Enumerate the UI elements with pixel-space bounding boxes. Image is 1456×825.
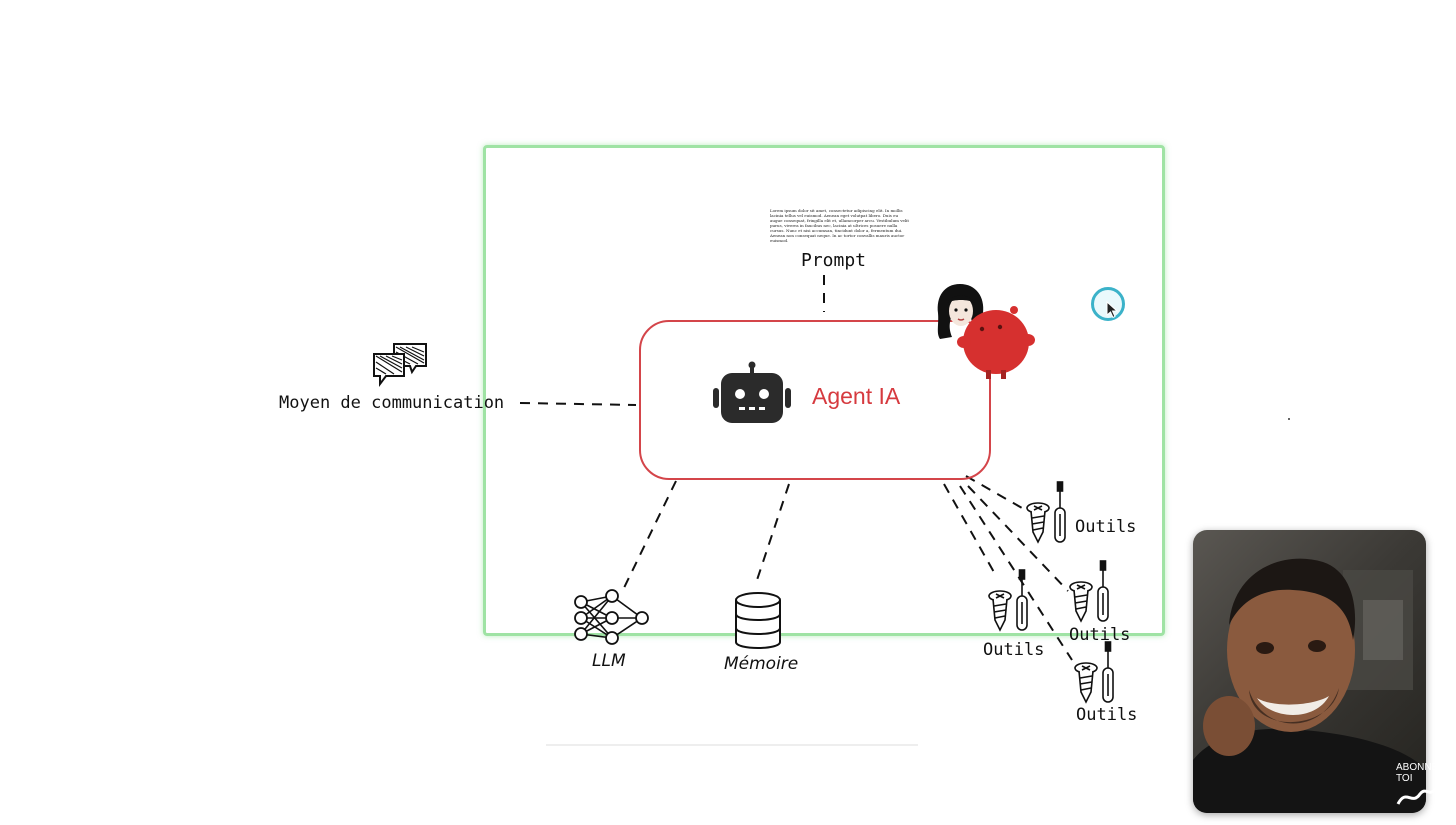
- tools-label-2: Outils: [1069, 625, 1131, 645]
- memory-connector: [756, 483, 790, 581]
- prompt-text-block: Lorem ipsum dolor sit amet, consectetur …: [770, 208, 909, 243]
- neural-network-icon: [574, 589, 649, 645]
- agent-label: Agent IA: [812, 383, 901, 409]
- stray-dot: [1288, 418, 1290, 420]
- divider: [546, 744, 918, 746]
- subscribe-swoosh-icon: [1396, 787, 1438, 805]
- girl-avatar-icon: [937, 284, 984, 339]
- chat-bubbles-icon: [373, 343, 427, 387]
- screw-screwdriver-icon: [1069, 560, 1109, 623]
- subscribe-badge[interactable]: ABONNE TOI: [1396, 762, 1438, 811]
- database-icon: [735, 592, 781, 649]
- tools-label-3: Outils: [983, 640, 1045, 660]
- tools-label-4: Outils: [1076, 705, 1138, 725]
- screw-screwdriver-icon: [1074, 641, 1114, 704]
- tools-label-1: Outils: [1075, 517, 1137, 537]
- memory-label: Mémoire: [724, 654, 799, 674]
- presenter-video: [1193, 558, 1426, 813]
- llm-connector: [621, 480, 677, 593]
- subscribe-text-2: TOI: [1396, 773, 1413, 784]
- communication-connector: [519, 402, 637, 406]
- tools-connector-1: [943, 483, 996, 575]
- cursor-icon: [1106, 301, 1119, 319]
- prompt-label: Prompt: [801, 250, 867, 271]
- webcam-overlay: [1193, 530, 1426, 813]
- highlight-frame: [483, 145, 1165, 636]
- communication-label: Moyen de communication: [279, 393, 505, 413]
- red-blob-icon: [957, 306, 1035, 379]
- llm-label: LLM: [592, 651, 626, 671]
- screw-screwdriver-icon: [988, 569, 1028, 632]
- subscribe-text-1: ABONNE: [1396, 762, 1439, 773]
- robot-icon: [713, 361, 791, 423]
- screw-screwdriver-icon: [1026, 481, 1066, 544]
- tools-connector-3: [967, 485, 1069, 592]
- agent-box: [639, 320, 991, 480]
